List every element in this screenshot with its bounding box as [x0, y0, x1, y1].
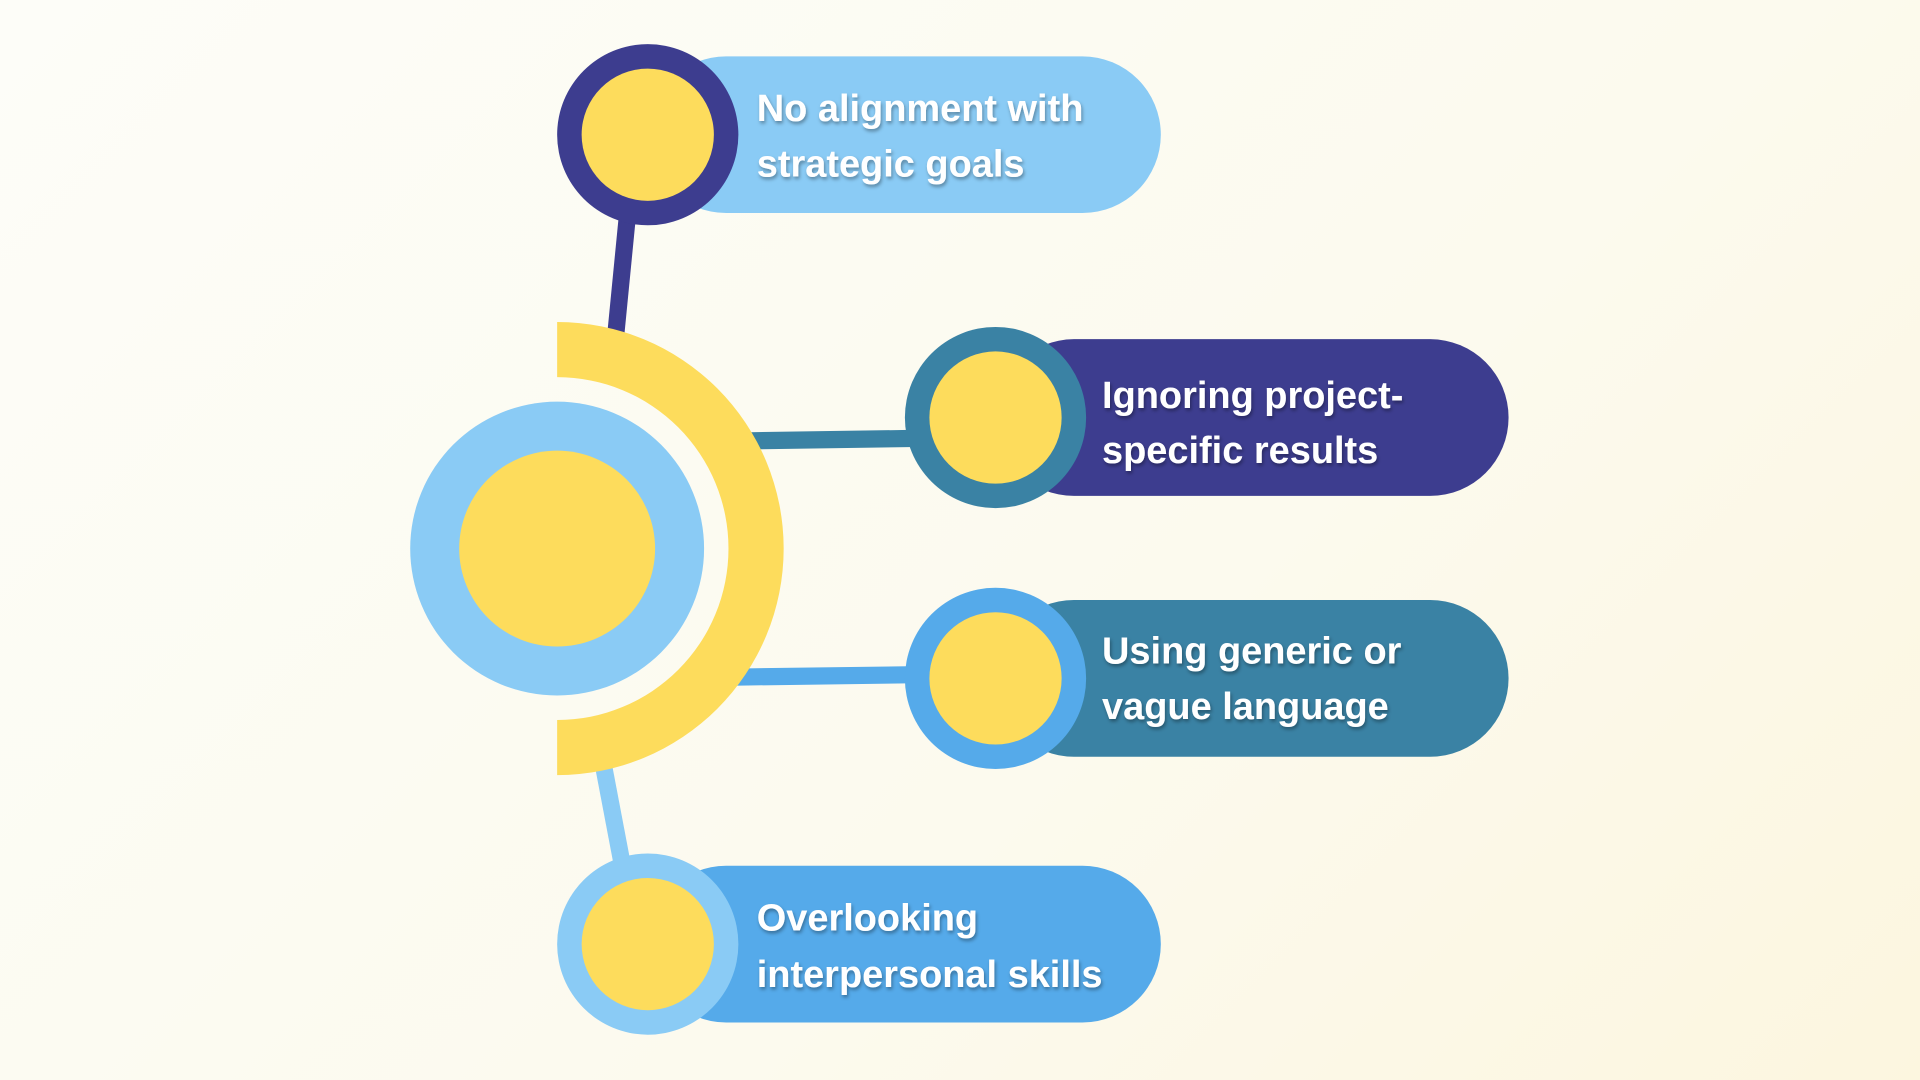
- item-label-line2: strategic goals: [757, 143, 1025, 185]
- item-pill: [647, 865, 1161, 1023]
- item-label-line1: No alignment with: [757, 88, 1084, 130]
- item-dot: [929, 351, 1062, 484]
- hub-inner-circle: [459, 450, 656, 647]
- item-pill: [647, 56, 1161, 214]
- item-pill: [995, 600, 1509, 757]
- item-1: No alignment with strategic goals: [557, 44, 1161, 226]
- item-dot: [581, 877, 714, 1011]
- item-4: Overlooking interpersonal skills: [557, 853, 1161, 1035]
- item-label-line1: Ignoring project-: [1102, 375, 1403, 417]
- hub: [410, 322, 784, 776]
- item-label-line1: Using generic or: [1102, 631, 1402, 673]
- connector-1: [607, 219, 636, 334]
- item-label-line2: specific results: [1102, 430, 1378, 472]
- connector-3: [732, 666, 917, 686]
- item-dot: [581, 68, 714, 201]
- item-label-line2: vague language: [1102, 686, 1389, 728]
- item-2: Ignoring project- specific results: [904, 326, 1509, 509]
- item-3: Using generic or vague language: [904, 587, 1509, 769]
- connector-4: [595, 764, 631, 865]
- item-dot: [929, 612, 1062, 745]
- connector-2: [749, 429, 917, 450]
- item-pill: [995, 339, 1509, 496]
- item-label-line2: interpersonal skills: [757, 954, 1103, 996]
- hub-arc: [557, 322, 784, 776]
- item-label-line1: Overlooking: [757, 898, 978, 940]
